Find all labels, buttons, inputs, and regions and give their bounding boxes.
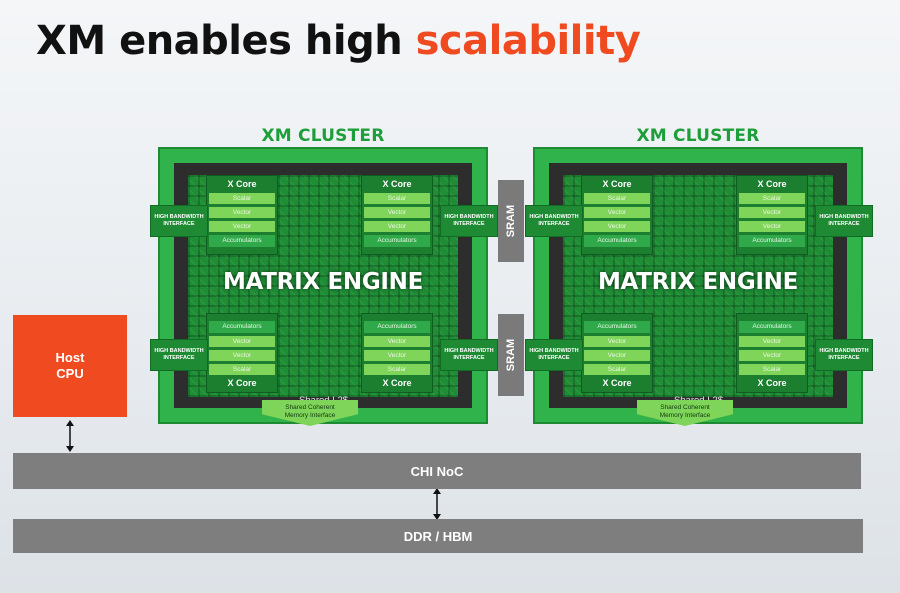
host-cpu-line1: Host [55, 350, 85, 365]
xcore-unit-scalar: Scalar [584, 193, 650, 204]
sram-label: SRAM [505, 204, 518, 238]
xcore-unit-scalar: Scalar [364, 193, 430, 204]
cluster-body: MATRIX ENGINE X Core Scalar Vector Vecto… [525, 147, 873, 424]
xcore-top-left: X Core Scalar Vector Vector Accumulators [581, 175, 653, 255]
xcore-unit-vector: Vector [739, 350, 805, 361]
chi-noc-bus: CHI NoC [13, 453, 861, 489]
xcore-unit-accumulators: Accumulators [584, 235, 650, 247]
xcore-unit-accumulators: Accumulators [209, 321, 275, 333]
xcore-title: X Core [382, 378, 412, 388]
xcore-bottom-left: X Core Scalar Vector Vector Accumulators [581, 313, 653, 393]
xcore-bottom-left: X Core Scalar Vector Vector Accumulators [206, 313, 278, 393]
xcore-unit-accumulators: Accumulators [364, 235, 430, 247]
host-noc-arrow [66, 420, 74, 452]
xcore-unit-accumulators: Accumulators [584, 321, 650, 333]
xcore-unit-vector: Vector [584, 207, 650, 218]
cluster-label: XM CLUSTER [636, 126, 760, 146]
matrix-engine-label: MATRIX ENGINE [222, 269, 424, 295]
hbi-bottom-right: HIGH BANDWIDTH INTERFACE [815, 339, 873, 371]
xcore-top-right: X Core Scalar Vector Vector Accumulators [736, 175, 808, 255]
matrix-engine-label: MATRIX ENGINE [597, 269, 799, 295]
xcore-unit-vector: Vector [364, 350, 430, 361]
smi-label-line1: Shared Coherent [660, 404, 710, 411]
xcore-bottom-right: X Core Scalar Vector Vector Accumulators [736, 313, 808, 393]
xcore-title: X Core [757, 179, 787, 189]
xcore-unit-vector: Vector [584, 350, 650, 361]
xcore-unit-vector: Vector [364, 207, 430, 218]
xcore-unit-vector: Vector [209, 350, 275, 361]
xcore-unit-vector: Vector [364, 221, 430, 232]
xm-cluster-right: XM CLUSTER MATRIX ENGINE X Core Scalar V… [525, 126, 873, 426]
cluster-core-area: MATRIX ENGINE X Core Scalar Vector Vecto… [174, 163, 472, 408]
xcore-unit-accumulators: Accumulators [739, 321, 805, 333]
hbi-top-right: HIGH BANDWIDTH INTERFACE [815, 205, 873, 237]
host-cpu: Host CPU [13, 315, 127, 417]
xcore-title: X Core [227, 378, 257, 388]
xcore-unit-scalar: Scalar [209, 193, 275, 204]
ddr-hbm-bus: DDR / HBM [13, 519, 863, 553]
xm-cluster-left: XM CLUSTER MATRIX ENGINE X Core Scalar V… [150, 126, 498, 426]
xcore-title: X Core [227, 179, 257, 189]
xcore-unit-vector: Vector [209, 207, 275, 218]
xcore-unit-vector: Vector [209, 221, 275, 232]
xcore-unit-vector: Vector [739, 336, 805, 347]
sram-bottom: SRAM [498, 314, 524, 396]
cluster-core-area: MATRIX ENGINE X Core Scalar Vector Vecto… [549, 163, 847, 408]
xcore-unit-scalar: Scalar [364, 364, 430, 375]
xcore-unit-vector: Vector [739, 221, 805, 232]
title-main: XM enables high [36, 18, 403, 64]
hbi-top-left: HIGH BANDWIDTH INTERFACE [150, 205, 208, 237]
hbi-top-right: HIGH BANDWIDTH INTERFACE [440, 205, 498, 237]
smi-label-line2: Memory Interface [659, 412, 711, 419]
xcore-unit-scalar: Scalar [209, 364, 275, 375]
cluster-body: MATRIX ENGINE X Core Scalar Vector Vecto… [150, 147, 498, 424]
xcore-unit-vector: Vector [209, 336, 275, 347]
hbi-top-left: HIGH BANDWIDTH INTERFACE [525, 205, 583, 237]
cluster-label: XM CLUSTER [261, 126, 385, 146]
xcore-title: X Core [602, 378, 632, 388]
xcore-unit-scalar: Scalar [584, 364, 650, 375]
page-title: XM enables high scalability [36, 18, 641, 64]
xcore-unit-vector: Vector [584, 336, 650, 347]
xcore-top-right: X Core Scalar Vector Vector Accumulators [361, 175, 433, 255]
xcore-unit-vector: Vector [584, 221, 650, 232]
xcore-title: X Core [602, 179, 632, 189]
ddr-hbm-label: DDR / HBM [403, 528, 473, 544]
hbi-bottom-left: HIGH BANDWIDTH INTERFACE [150, 339, 208, 371]
hbi-bottom-right: HIGH BANDWIDTH INTERFACE [440, 339, 498, 371]
xcore-unit-scalar: Scalar [739, 193, 805, 204]
xcore-unit-vector: Vector [739, 207, 805, 218]
sram-label: SRAM [505, 338, 518, 372]
xcore-unit-scalar: Scalar [739, 364, 805, 375]
sram-top: SRAM [498, 180, 524, 262]
noc-memory-arrow [433, 488, 441, 520]
xcore-title: X Core [757, 378, 787, 388]
xcore-unit-accumulators: Accumulators [364, 321, 430, 333]
xcore-unit-accumulators: Accumulators [739, 235, 805, 247]
xcore-bottom-right: X Core Scalar Vector Vector Accumulators [361, 313, 433, 393]
xcore-unit-accumulators: Accumulators [209, 235, 275, 247]
title-accent: scalability [415, 18, 641, 64]
xcore-title: X Core [382, 179, 412, 189]
hbi-bottom-left: HIGH BANDWIDTH INTERFACE [525, 339, 583, 371]
chi-noc-label: CHI NoC [410, 463, 464, 479]
host-cpu-line2: CPU [56, 366, 84, 381]
xcore-unit-vector: Vector [364, 336, 430, 347]
xcore-top-left: X Core Scalar Vector Vector Accumulators [206, 175, 278, 255]
smi-label-line1: Shared Coherent [285, 404, 335, 411]
smi-label-line2: Memory Interface [284, 412, 336, 419]
